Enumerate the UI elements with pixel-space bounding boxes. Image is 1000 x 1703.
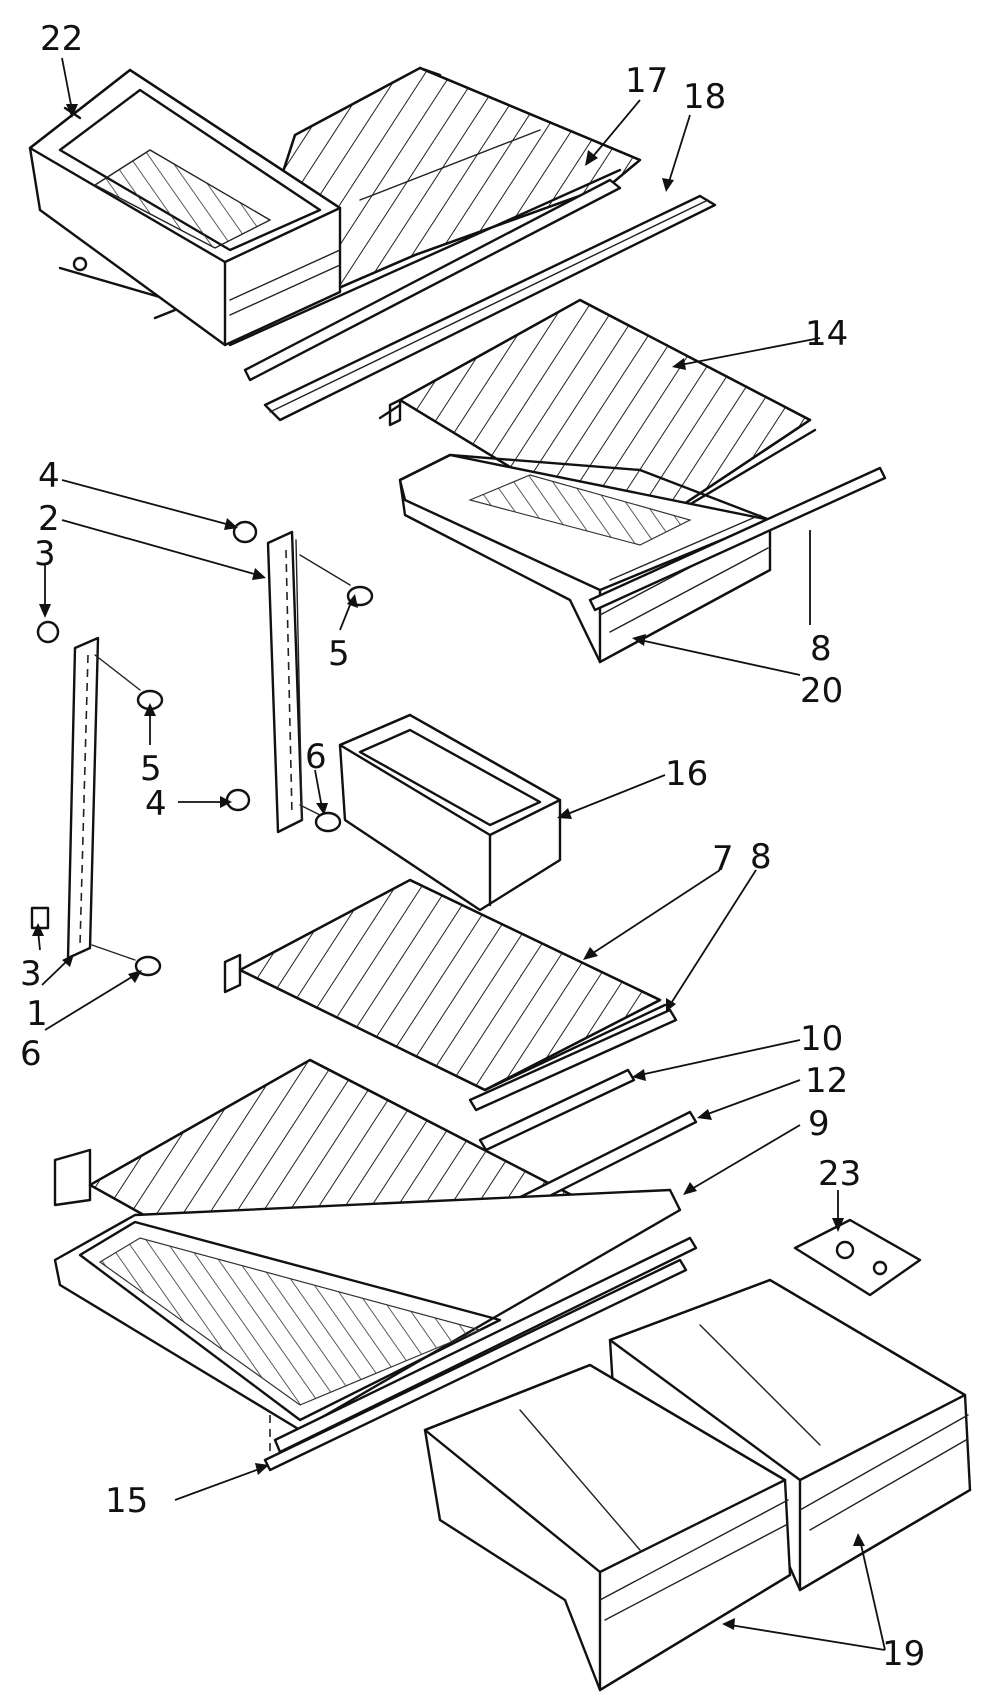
callout-18: 18 [683,77,726,117]
cover-front-bar [263,1258,688,1472]
callout-20: 20 [800,671,843,711]
callout-labels: 22 17 18 14 4 2 3 5 8 20 5 6 16 4 7 8 3 … [20,19,925,1674]
callout-5-upper: 5 [328,634,350,674]
callout-3-upper: 3 [34,534,56,574]
crisper-cover-frame [53,1188,698,1454]
crisper-control-insert [793,1218,922,1297]
shelf-trim-10 [478,1068,636,1152]
callout-16: 16 [665,754,708,794]
callout-8-upper: 8 [810,629,832,669]
callout-22: 22 [40,19,83,59]
callout-19: 19 [882,1634,925,1674]
drawer-rail-upper [588,466,887,612]
callout-2: 2 [38,499,60,539]
crisper-drawer-left [423,1363,792,1692]
callout-7: 7 [712,839,734,879]
utility-bin [338,713,562,912]
shelf-ladder-left [66,636,100,960]
callout-23: 23 [818,1154,861,1194]
upper-fresh-food-shelf [223,878,667,1092]
callout-17: 17 [625,61,668,101]
callout-4-upper: 4 [38,456,60,496]
crisper-drawer-right [608,1278,972,1592]
callout-14: 14 [805,314,848,354]
freezer-shelf-front-trim [243,178,717,422]
callout-6-upper: 6 [305,737,327,777]
callout-1: 1 [26,994,48,1034]
callout-6-lower: 6 [20,1034,42,1074]
shelf-ladder-right [266,530,304,834]
callout-3-lower: 3 [20,954,42,994]
callout-10: 10 [800,1019,843,1059]
callout-5-lower: 5 [140,749,162,789]
callout-12: 12 [805,1061,848,1101]
freezer-basket [28,68,342,347]
callout-15: 15 [105,1481,148,1521]
shelf-trim-8-lower [468,1008,678,1112]
callout-4-lower: 4 [145,784,167,824]
leader-lines [32,57,886,1651]
callout-8-lower: 8 [750,837,772,877]
callout-9: 9 [808,1104,830,1144]
meat-pan-drawer [398,453,772,664]
